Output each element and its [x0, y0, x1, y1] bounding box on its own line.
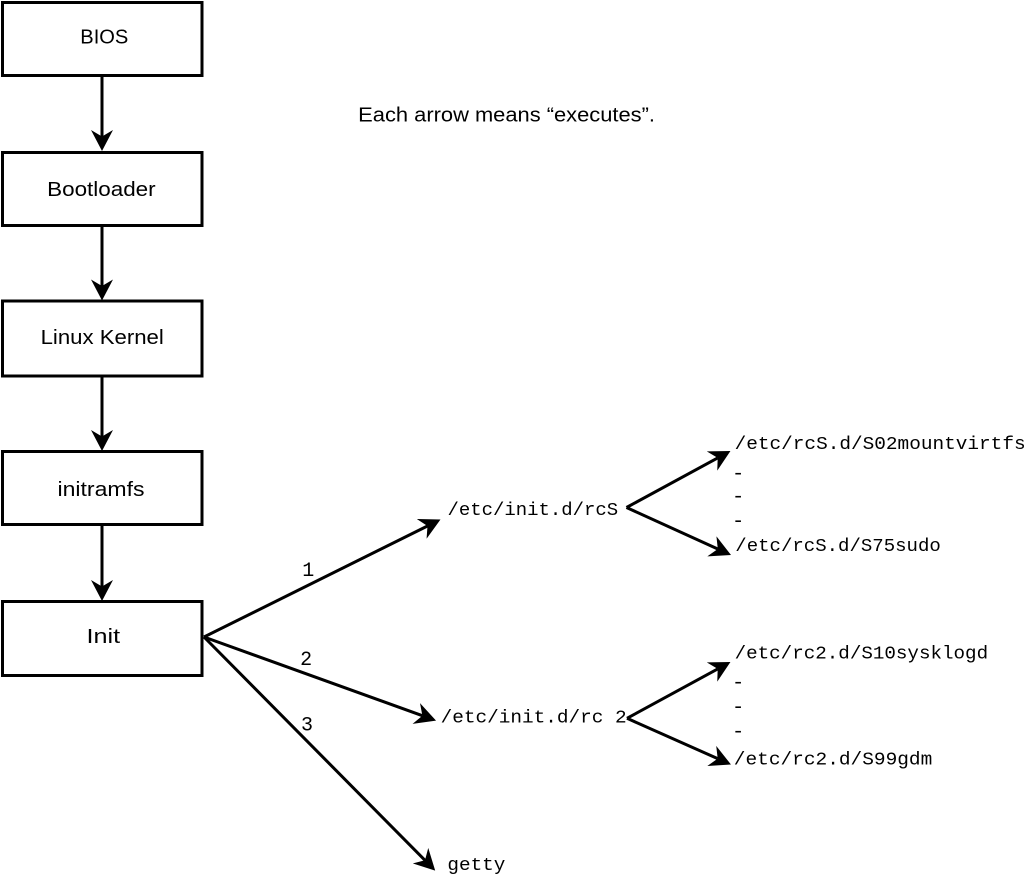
- svg-text:/etc/rc2.d/S99gdm: /etc/rc2.d/S99gdm: [734, 749, 933, 771]
- svg-text:2: 2: [300, 649, 312, 672]
- svg-text:Init: Init: [87, 626, 121, 648]
- svg-text:/etc/rc2.d/S10sysklogd: /etc/rc2.d/S10sysklogd: [735, 643, 989, 665]
- svg-text:Linux Kernel: Linux Kernel: [41, 327, 164, 349]
- svg-text:Each arrow means “executes”.: Each arrow means “executes”.: [358, 104, 655, 126]
- svg-text:-: -: [732, 463, 744, 486]
- svg-text:BIOS: BIOS: [80, 27, 128, 49]
- svg-text:3: 3: [301, 715, 313, 738]
- svg-text:-: -: [732, 510, 744, 533]
- svg-text:Bootloader: Bootloader: [47, 179, 156, 201]
- svg-text:/etc/rcS.d/S75sudo: /etc/rcS.d/S75sudo: [735, 535, 941, 557]
- svg-text:-: -: [732, 697, 744, 720]
- svg-text:-: -: [732, 672, 744, 695]
- svg-text:1: 1: [302, 560, 314, 583]
- svg-text:-: -: [732, 721, 744, 744]
- svg-text:/etc/init.d/rc 2: /etc/init.d/rc 2: [441, 707, 627, 729]
- svg-text:getty: getty: [447, 854, 505, 875]
- svg-text:-: -: [732, 486, 744, 509]
- svg-text:initramfs: initramfs: [58, 479, 145, 501]
- svg-text:/etc/rcS.d/S02mountvirtfs: /etc/rcS.d/S02mountvirtfs: [735, 433, 1024, 455]
- svg-text:/etc/init.d/rcS: /etc/init.d/rcS: [448, 499, 619, 521]
